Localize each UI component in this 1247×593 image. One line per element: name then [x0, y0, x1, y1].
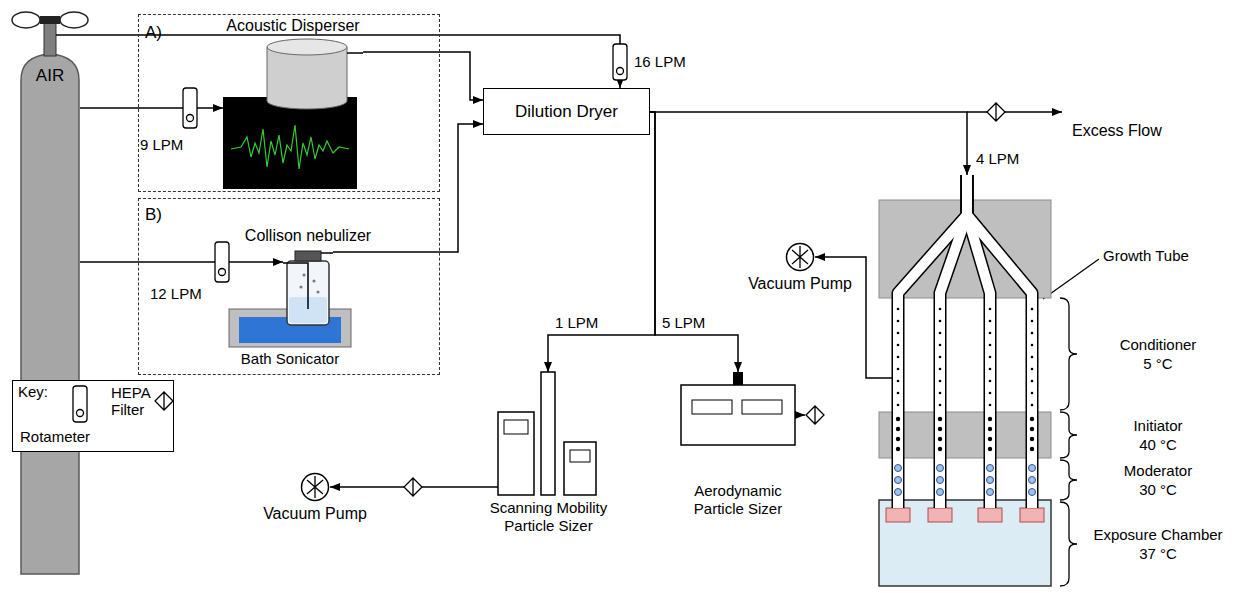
process-box: Dilution Dryer: [483, 88, 650, 135]
section-label: Moderator 30 °C: [1117, 461, 1199, 499]
flow-rate-label: 5 LPM: [662, 314, 705, 331]
legend-label: Rotameter: [20, 428, 90, 445]
vacuum-pump-drawing: [785, 242, 815, 272]
legend-box: Rotameter HEPA Filter: [12, 380, 174, 452]
flow-rate-label: 16 LPM: [634, 53, 686, 70]
collison-nebulizer-drawing: [283, 247, 333, 327]
flow-line: [548, 112, 655, 372]
section-label: Initiator 40 °C: [1125, 416, 1191, 454]
gas-cylinder: AIR: [20, 8, 80, 578]
flow-line: [80, 261, 283, 263]
vacuum-pump: Vacuum Pump: [785, 242, 815, 272]
flow-line: [80, 107, 223, 109]
flow-line: [80, 35, 620, 88]
node-label: Growth Tube: [1103, 247, 1189, 264]
node-label: A): [145, 23, 162, 43]
rotameter-symbol: [183, 44, 627, 282]
particle-sizer: Aerodynamic Particle Sizer: [680, 372, 796, 524]
node-label: Bath Sonicator: [229, 350, 351, 367]
flow-rate-label: 4 LPM: [976, 150, 1019, 167]
particle-sizer: Scanning Mobility Particle Sizer: [486, 372, 611, 540]
vacuum-pump: Vacuum Pump: [300, 472, 330, 502]
flow-rate-label: 1 LPM: [555, 314, 598, 331]
growth-tube-device-drawing: [878, 175, 1052, 588]
growth-tube-device: Growth Tube: [878, 175, 1052, 588]
section-label: Exposure Chamber 37 °C: [1089, 525, 1227, 563]
node-label: Dilution Dryer: [515, 102, 618, 122]
node-label: B): [145, 205, 162, 225]
node-label: Vacuum Pump: [263, 505, 367, 523]
section-label: Conditioner 5 °C: [1115, 335, 1201, 373]
node-label: Vacuum Pump: [748, 275, 852, 293]
legend-label: HEPA Filter: [111, 384, 155, 418]
node-label: AIR: [20, 66, 80, 86]
dashed-group: A) Acoustic Disperser: [138, 14, 440, 192]
flow-line: [650, 112, 738, 372]
node-label: Aerodynamic Particle Sizer: [680, 482, 796, 518]
section-bracket: [1060, 298, 1077, 586]
flow-line: [363, 52, 483, 100]
flow-line: [650, 112, 967, 175]
node-label: Acoustic Disperser: [223, 17, 363, 35]
acoustic-disperser-drawing: [223, 17, 363, 189]
outlet-label: Excess Flow: [1072, 122, 1162, 140]
gas-cylinder-drawing: [20, 8, 80, 578]
node-label: Collison nebulizer: [245, 227, 371, 245]
dashed-group: B) Collison nebulizerBath Sonicator: [138, 198, 440, 375]
acoustic-disperser: Acoustic Disperser: [223, 17, 363, 189]
collison-nebulizer: Collison nebulizer: [283, 247, 333, 327]
node-label: Scanning Mobility Particle Sizer: [486, 499, 611, 535]
vacuum-pump-drawing: [300, 472, 330, 502]
flow-rate-label: 12 LPM: [150, 285, 202, 302]
flow-rate-label: 9 LPM: [140, 136, 183, 153]
